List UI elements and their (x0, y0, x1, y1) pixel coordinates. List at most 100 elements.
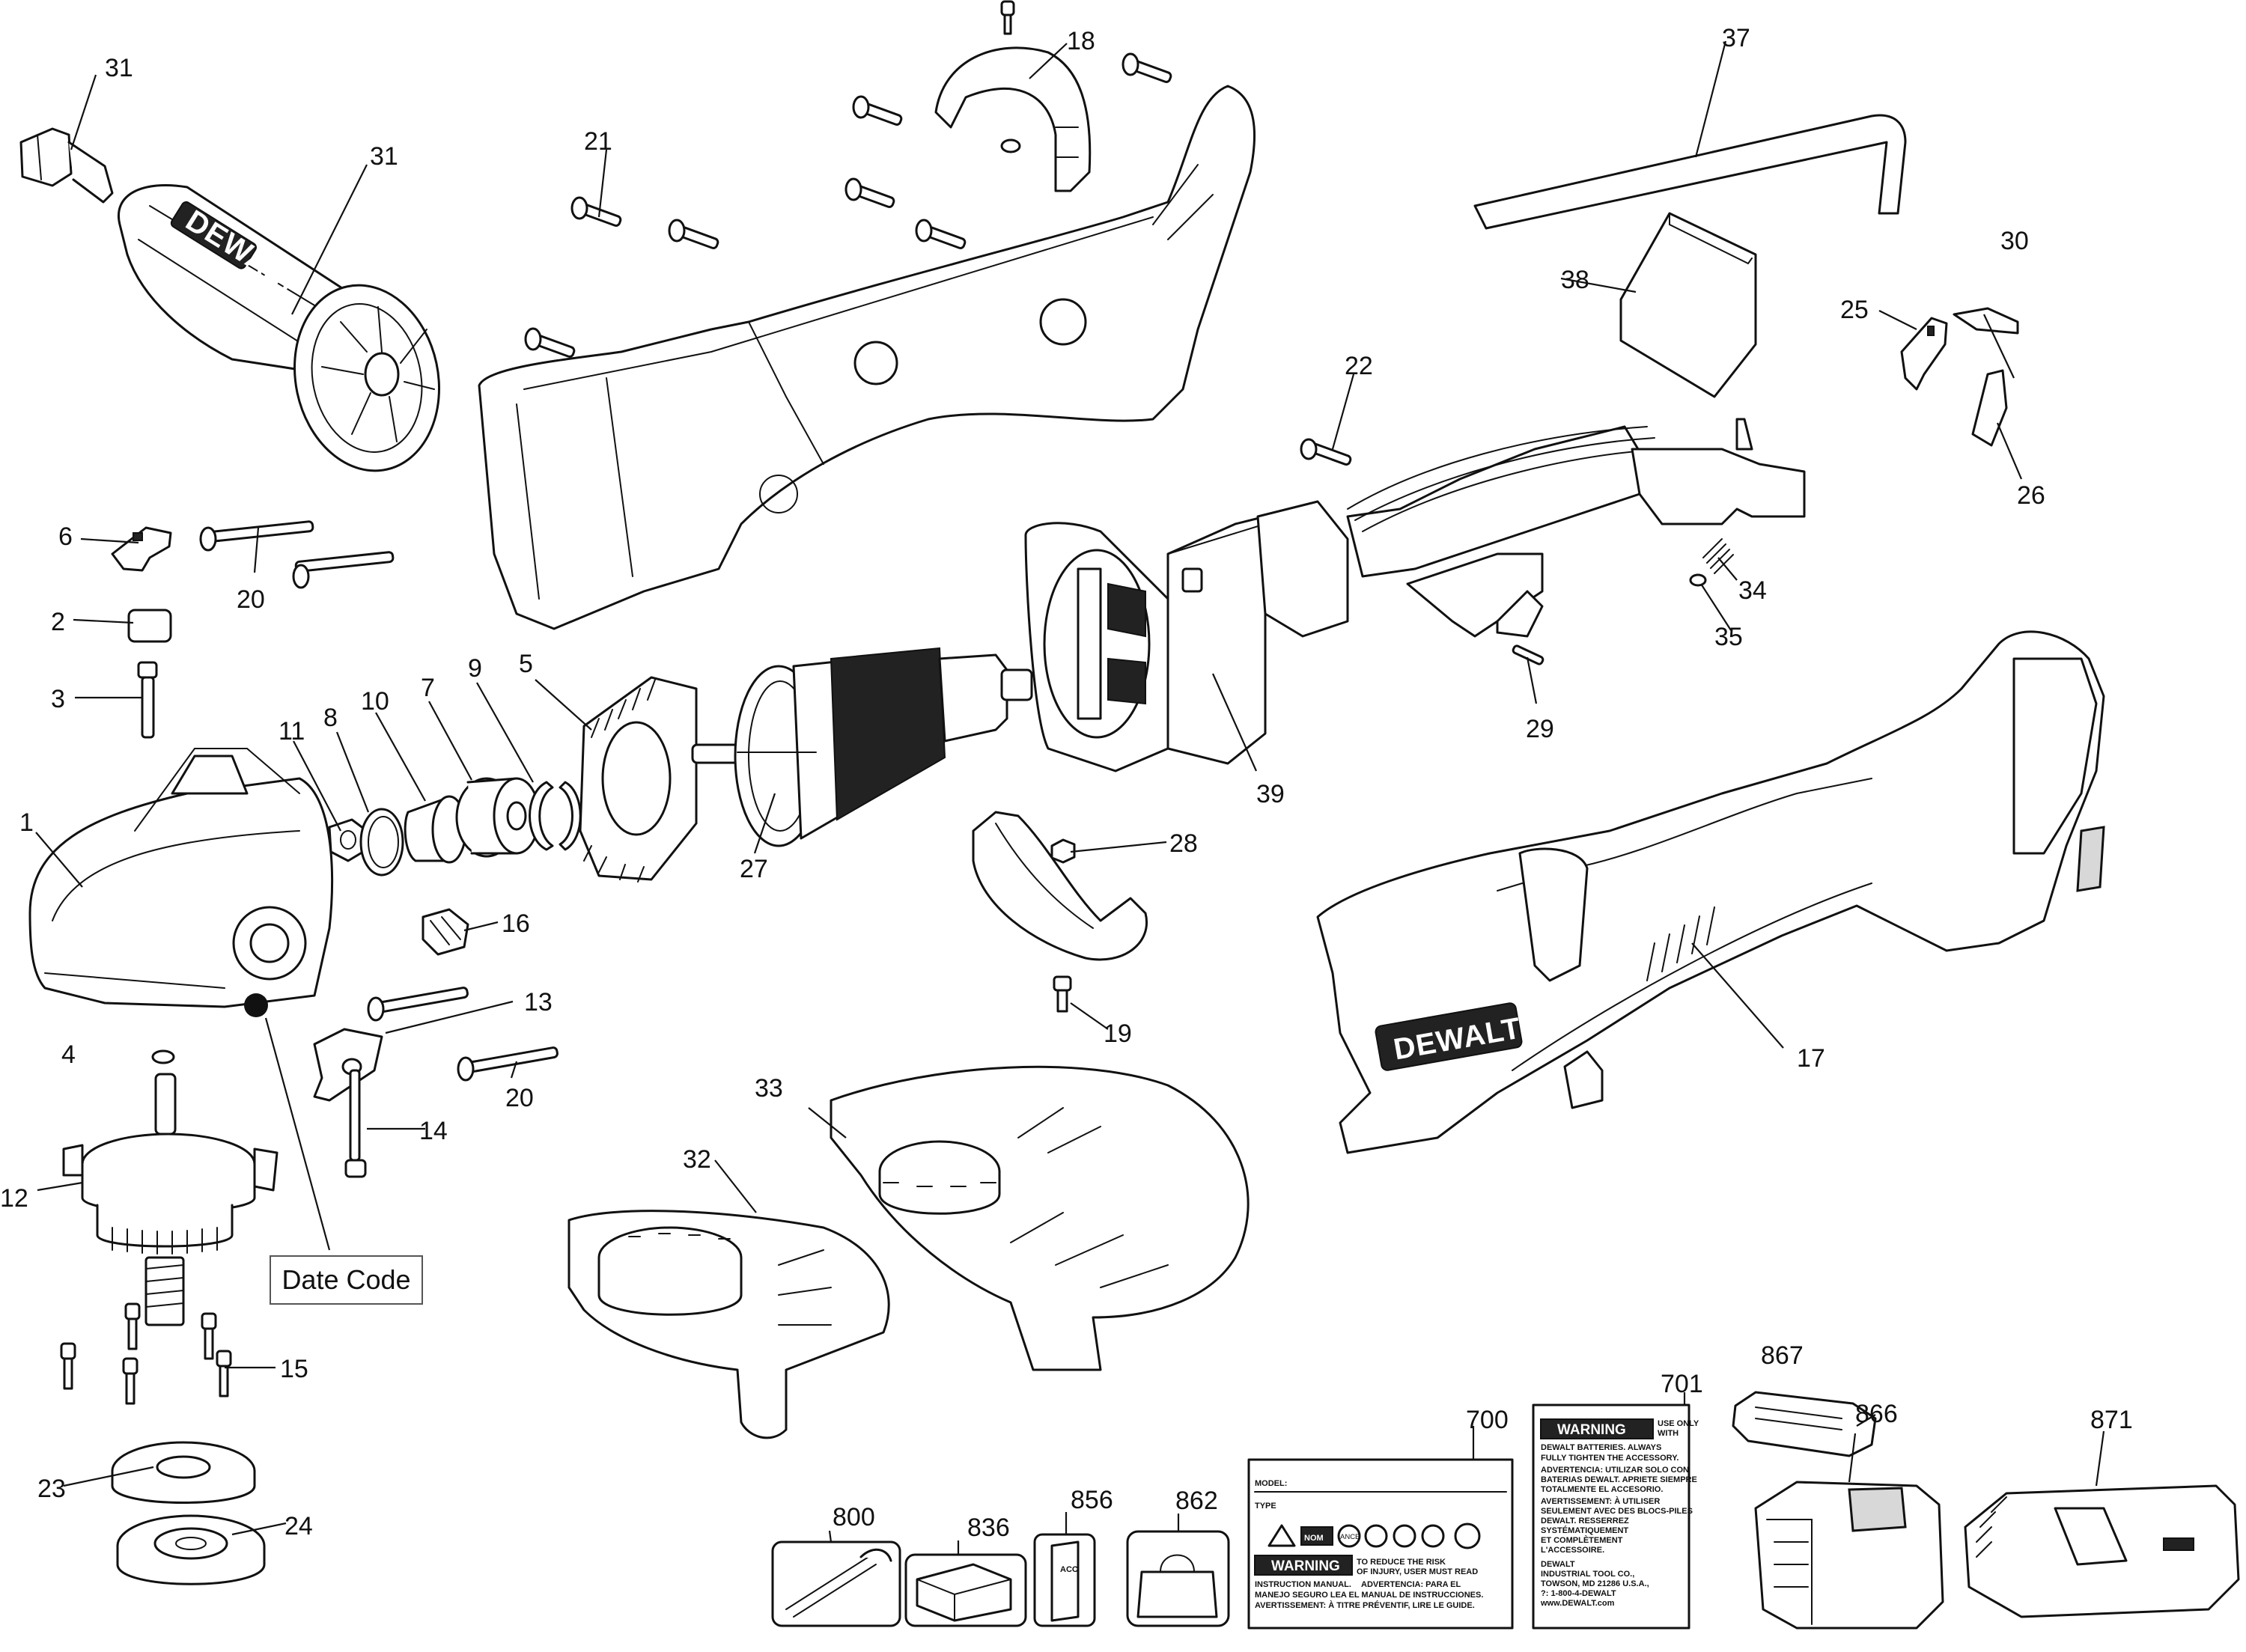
callout-16: 16 (502, 909, 530, 938)
callout-39: 39 (1256, 780, 1285, 808)
part-24-nut (116, 1514, 266, 1585)
callout-3: 3 (51, 685, 65, 713)
callout-35: 35 (1714, 623, 1743, 651)
part-26-bracket (1971, 369, 2008, 447)
callout-19: 19 (1104, 1019, 1132, 1048)
callout-20-upper: 20 (237, 585, 265, 614)
part-28-lower-cover (972, 811, 1148, 961)
label-701-line2: FULLY TIGHTEN THE ACCESSORY. (1541, 1454, 1679, 1463)
date-code-box: Date Code (270, 1255, 423, 1305)
label-701-line7: SEULEMENT AVEC DES BLOCS-PILES (1541, 1507, 1693, 1516)
callout-4: 4 (61, 1040, 76, 1069)
label-701-line13: INDUSTRIAL TOOL CO., (1541, 1570, 1634, 1579)
part-39-motor-stator (1024, 515, 1267, 772)
label-700-nom: NOM (1304, 1534, 1324, 1543)
callout-2: 2 (51, 608, 65, 636)
callout-23: 23 (37, 1475, 66, 1503)
label-701-line9: SYSTÉMATIQUEMENT (1541, 1525, 1628, 1535)
accessory-856-text: ACC (1060, 1565, 1078, 1574)
callout-24: 24 (284, 1512, 313, 1540)
label-701: WARNING USE ONLY WITH DEWALT BATTERIES. … (1532, 1403, 1699, 1630)
label-701-line16: www.DEWALT.com (1540, 1599, 1615, 1608)
part-37-hex-key (1473, 114, 1907, 230)
label-700-line3: INSTRUCTION MANUAL. (1255, 1580, 1351, 1589)
part-25-bracket (1900, 317, 1948, 391)
label-701-line15: ?: 1-800-4-DEWALT (1541, 1589, 1616, 1598)
label-701-line8: DEWALT. RESSERREZ (1541, 1517, 1629, 1525)
callout-31-bolt: 31 (105, 54, 133, 82)
callout-10: 10 (361, 687, 389, 716)
part-20-screws-lower (367, 987, 559, 1082)
switch-wiring-assembly (1256, 418, 1806, 638)
part-8-oring (359, 808, 404, 877)
callout-21: 21 (584, 127, 612, 156)
part-2-spring (127, 609, 172, 643)
part-16-lock-button (421, 908, 469, 956)
part-866-battery (1754, 1481, 1944, 1630)
part-18-motor-cover (934, 0, 1092, 192)
part-31-side-handle: DEWALT (118, 183, 440, 472)
part-13-bracket (313, 1028, 383, 1102)
part-7-bearing (455, 777, 541, 858)
callout-38: 38 (1561, 266, 1589, 294)
part-1-gear-case (28, 748, 334, 1017)
callout-25: 25 (1840, 296, 1869, 324)
part-10-bearing-sleeve (404, 795, 467, 864)
part-21-screws (524, 52, 1172, 358)
callout-862: 862 (1175, 1487, 1218, 1515)
label-700-model: MODEL: (1255, 1479, 1287, 1488)
label-701-warning: WARNING (1557, 1422, 1626, 1438)
label-701-line14: TOWSON, MD 21286 U.S.A., (1541, 1579, 1649, 1588)
label-700-line2: OF INJURY, USER MUST READ (1357, 1567, 1478, 1576)
part-32-guard-small (567, 1210, 890, 1439)
callout-29: 29 (1526, 715, 1554, 743)
callout-33: 33 (755, 1074, 783, 1103)
label-701-with: WITH (1658, 1429, 1679, 1438)
callout-800: 800 (833, 1503, 875, 1531)
part-5-baffle (579, 676, 698, 883)
callout-6: 6 (58, 522, 73, 551)
callout-14: 14 (419, 1117, 448, 1145)
callout-31-handle: 31 (370, 142, 398, 171)
part-20-screws-upper (199, 520, 395, 589)
part-35-washer (1689, 573, 1707, 587)
label-700: MODEL: TYPE NOM ANCE WARNING TO REDUCE T… (1247, 1458, 1514, 1630)
label-701-line5: TOTALMENTE EL ACCESORIO. (1541, 1485, 1663, 1494)
label-701-line12: DEWALT (1541, 1560, 1575, 1569)
part-22-screw (1300, 438, 1352, 466)
callout-701: 701 (1661, 1370, 1703, 1398)
part-27-armature (691, 647, 1033, 847)
accessory-862 (1126, 1530, 1230, 1627)
callout-26: 26 (2017, 481, 2045, 510)
accessory-856: ACC (1033, 1533, 1096, 1627)
callout-30: 30 (2000, 227, 2029, 255)
callout-7: 7 (421, 674, 435, 702)
label-701-line1: DEWALT BATTERIES. ALWAYS (1541, 1443, 1661, 1452)
label-701-line3: ADVERTENCIA: UTILIZAR SOLO CON (1541, 1466, 1689, 1475)
callout-32: 32 (683, 1145, 711, 1174)
callout-867: 867 (1761, 1341, 1804, 1370)
part-867-battery-cap (1732, 1391, 1877, 1457)
label-701-line4: BATERIAS DEWALT. APRIETE SIEMPRE (1541, 1475, 1697, 1484)
part-4-washer (151, 1049, 175, 1064)
part-6-clip (111, 526, 172, 572)
part-34-spring (1702, 538, 1734, 574)
accessory-836 (904, 1553, 1027, 1627)
label-700-line1: TO REDUCE THE RISK (1357, 1558, 1446, 1567)
label-701-line11: L'ACCESSOIRE. (1541, 1546, 1604, 1555)
callout-17: 17 (1797, 1044, 1825, 1073)
accessory-800 (771, 1540, 901, 1627)
callout-871: 871 (2090, 1406, 2133, 1434)
part-15-screws (60, 1302, 232, 1405)
label-700-line5: MANEJO SEGURO LEA EL MANUAL DE INSTRUCCI… (1255, 1591, 1483, 1600)
part-9-retaining-ring (529, 781, 582, 851)
part-38-pad (1619, 212, 1757, 398)
callout-700: 700 (1466, 1406, 1509, 1434)
part-23-flange (111, 1441, 256, 1504)
callout-866: 866 (1855, 1400, 1898, 1428)
callout-5: 5 (519, 650, 533, 678)
housing-left-half (478, 85, 1256, 630)
label-701-line10: ET COMPLÈTEMENT (1541, 1535, 1623, 1545)
